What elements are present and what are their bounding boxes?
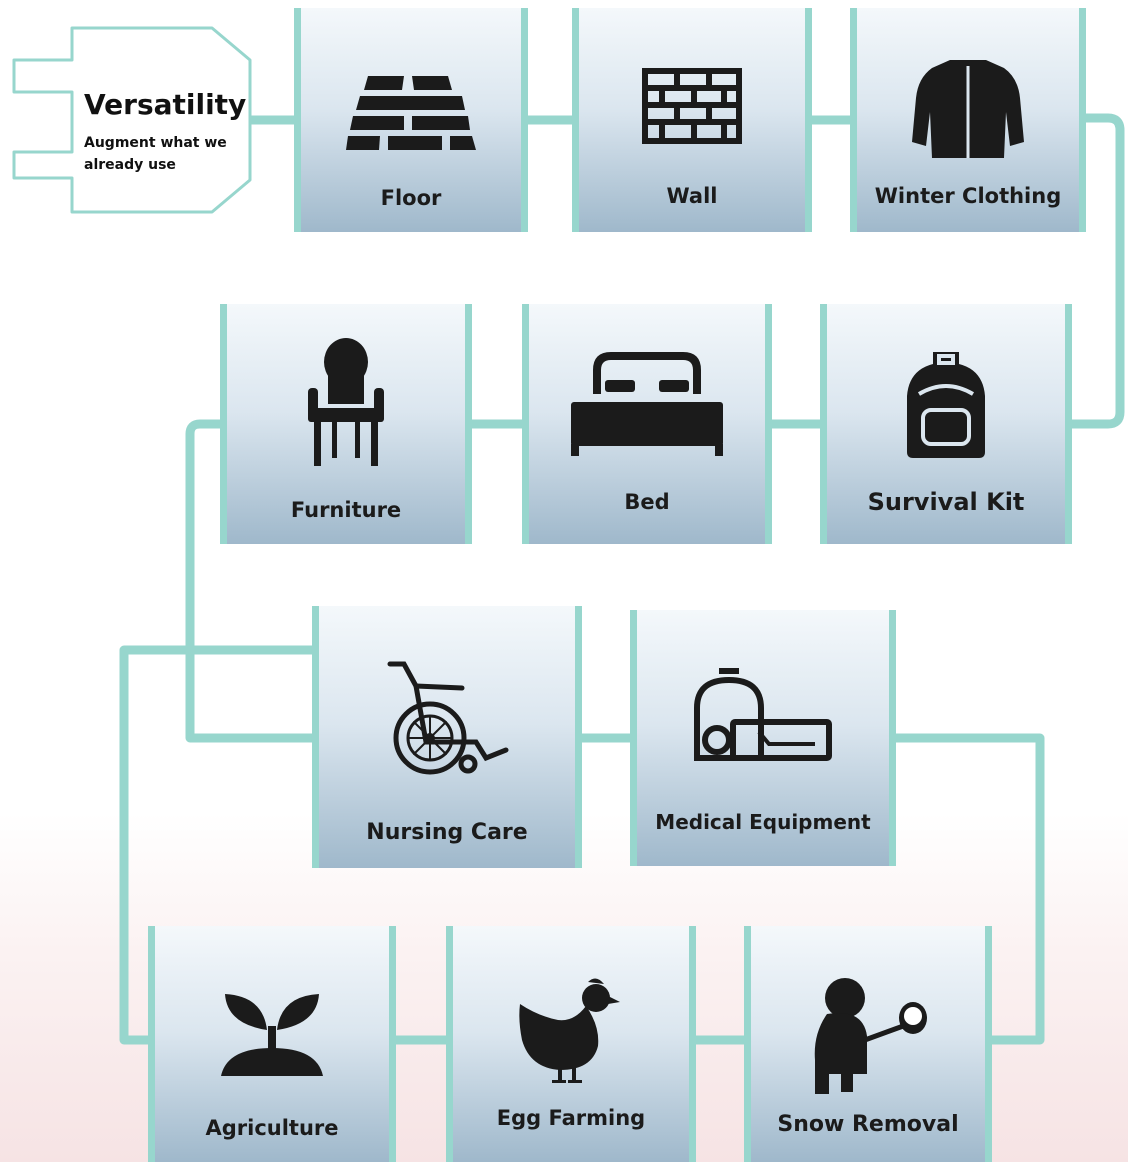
brick-wall-icon bbox=[642, 68, 742, 148]
panel-label: Wall bbox=[666, 184, 718, 208]
backpack-icon bbox=[903, 348, 989, 464]
panel-snow-removal: Snow Removal bbox=[744, 926, 992, 1162]
panel-label: Egg Farming bbox=[496, 1106, 646, 1130]
panel-egg-farming: Egg Farming bbox=[446, 926, 696, 1162]
sprout-icon bbox=[219, 990, 325, 1080]
panel-label: Winter Clothing bbox=[874, 184, 1062, 208]
snow-shovel-person-icon bbox=[803, 976, 933, 1100]
panel-survival-kit: Survival Kit bbox=[820, 304, 1072, 544]
floor-tiles-icon bbox=[346, 72, 476, 156]
panel-furniture: Furniture bbox=[220, 304, 472, 544]
panel-medical-equipment: Medical Equipment bbox=[630, 610, 896, 866]
jacket-icon bbox=[912, 58, 1024, 166]
panel-wall: Wall bbox=[572, 8, 812, 232]
panel-label: Floor bbox=[380, 186, 442, 210]
panel-label: Survival Kit bbox=[867, 488, 1025, 516]
panel-label: Furniture bbox=[290, 498, 402, 522]
panel-floor: Floor bbox=[294, 8, 528, 232]
panel-nursing-care: Nursing Care bbox=[312, 606, 582, 868]
bed-icon bbox=[569, 348, 725, 462]
diagram-subtitle: Augment what we already use bbox=[84, 135, 227, 173]
capsule-bed-icon bbox=[693, 668, 833, 768]
chair-icon bbox=[304, 338, 388, 470]
panel-label: Nursing Care bbox=[366, 820, 528, 845]
panel-label: Bed bbox=[624, 490, 670, 514]
diagram-title: Versatility bbox=[84, 88, 247, 121]
wheelchair-icon bbox=[382, 658, 512, 780]
panel-label: Medical Equipment bbox=[655, 810, 871, 834]
hen-icon bbox=[516, 976, 626, 1090]
panel-winter-clothing: Winter Clothing bbox=[850, 8, 1086, 232]
panel-bed: Bed bbox=[522, 304, 772, 544]
panel-agriculture: Agriculture bbox=[148, 926, 396, 1162]
panel-label: Agriculture bbox=[205, 1116, 339, 1140]
panel-label: Snow Removal bbox=[777, 1112, 959, 1137]
